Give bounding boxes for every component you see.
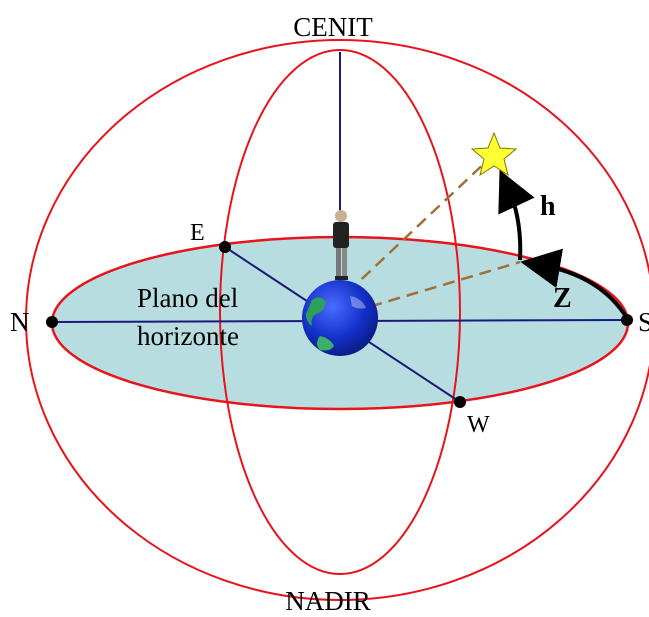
star-icon (470, 131, 518, 177)
azimuth-label: Z (553, 283, 572, 314)
sight-line-horizon (351, 260, 521, 314)
altitude-label: h (540, 191, 556, 222)
azimuth-arrow (520, 248, 629, 320)
north-point (46, 316, 58, 328)
east-point (219, 241, 231, 253)
east-label: E (190, 220, 205, 246)
south-point (621, 314, 633, 326)
zenith-label: CENIT (293, 12, 373, 42)
meridian-circle (219, 49, 461, 575)
horizon-plane-label-line1: Plano del (137, 283, 238, 313)
celestial-sphere-outline (25, 39, 649, 601)
sight-line-star (347, 157, 491, 293)
west-point (454, 396, 466, 408)
altitude-arrow (498, 169, 535, 261)
south-label: S (638, 307, 649, 337)
nadir-label: NADIR (285, 586, 371, 616)
earth-globe-icon (302, 280, 378, 356)
observer-person-icon (333, 210, 349, 280)
north-label: N (10, 307, 30, 337)
west-label: W (467, 412, 490, 438)
horizon-plane-label-line2: horizonte (137, 321, 239, 351)
